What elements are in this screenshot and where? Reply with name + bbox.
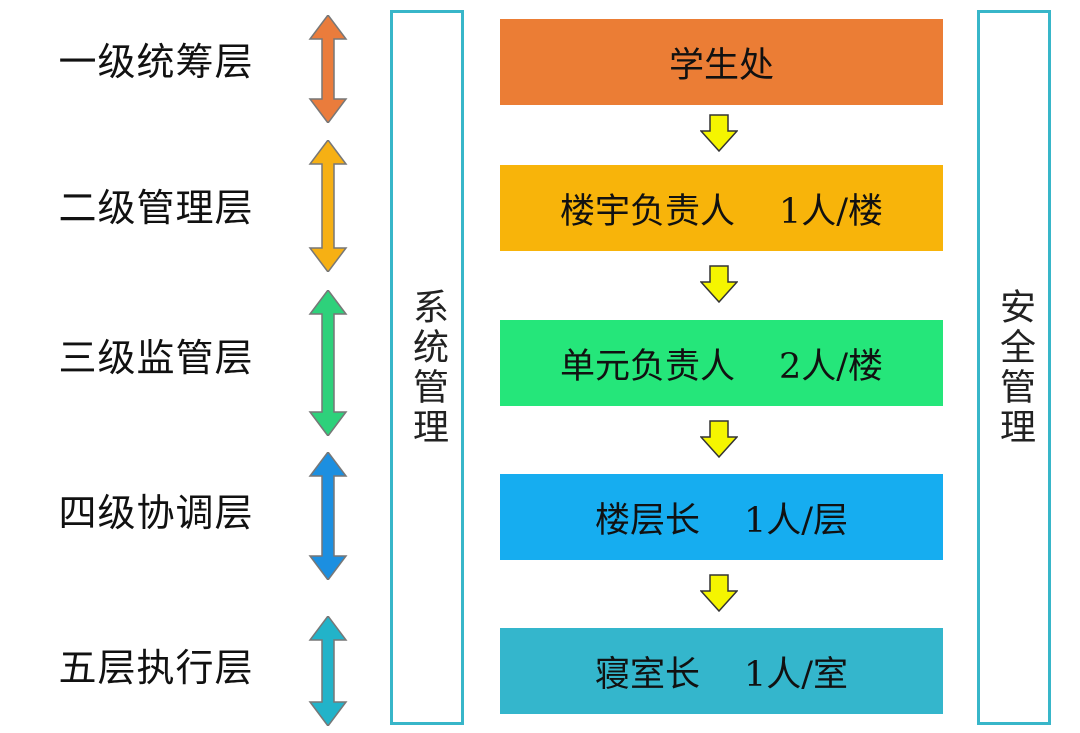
double-arrow-icon-2 [308,140,348,272]
down-arrow-icon-1 [700,114,738,152]
role-box-2: 楼宇负责人 1人/楼 [500,165,943,251]
safety-management-label: 安全管理 [994,287,1035,448]
role-count: 2人/楼 [778,346,884,387]
system-management-box: 系统管理 [390,10,464,725]
down-arrow-icon-4 [700,574,738,612]
role-box-5: 寝室长 1人/室 [500,628,943,714]
level-label-4: 四级协调层 [58,491,254,535]
level-label-3: 三级监管层 [58,336,254,380]
system-management-label: 系统管理 [407,287,448,448]
level-label-1: 一级统筹层 [58,40,254,84]
down-arrow-icon-2 [700,265,738,303]
role-count: 1人/楼 [778,191,884,232]
role-count: 1人/层 [743,500,849,541]
role-name: 单元负责人 [559,346,735,387]
role-box-3: 单元负责人 2人/楼 [500,320,943,406]
role-name: 楼宇负责人 [559,191,735,232]
role-name: 寝室长 [594,654,700,695]
level-label-5: 五层执行层 [58,646,254,690]
role-box-4: 楼层长 1人/层 [500,474,943,560]
double-arrow-icon-1 [308,15,348,123]
safety-management-box: 安全管理 [977,10,1051,725]
role-box-1: 学生处 [500,19,943,105]
role-name: 学生处 [668,45,774,86]
role-count: 1人/室 [743,654,849,695]
level-label-2: 二级管理层 [58,186,254,230]
role-name: 楼层长 [594,500,700,541]
double-arrow-icon-5 [308,616,348,726]
down-arrow-icon-3 [700,420,738,458]
double-arrow-icon-4 [308,452,348,580]
double-arrow-icon-3 [308,290,348,436]
